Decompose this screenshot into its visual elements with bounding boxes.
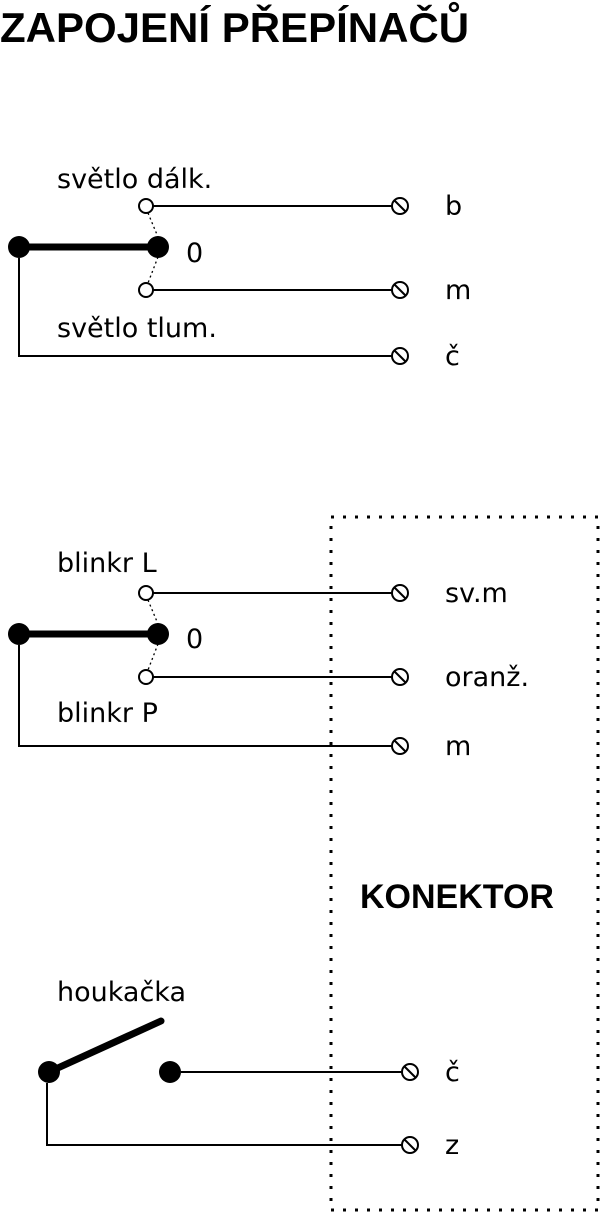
switch-blinkers-throw-down [147,643,159,671]
terminal-label-m: m [445,275,471,306]
wire-horn-z [46,1083,402,1146]
terminal-label-m2: m [445,731,471,762]
terminal-horn-z [401,1136,419,1154]
switch-horn-label: houkačka [57,977,186,1008]
terminal-oranz [391,668,409,686]
connector-label: KONEKTOR [360,878,554,916]
switch-lights-pivot [8,236,30,258]
switch-horn: houkačka č z [38,977,460,1161]
switch-lights-top-contact [138,198,154,214]
terminal-m2 [391,737,409,755]
terminal-b [391,197,409,215]
switch-lights-bottom-contact [138,282,154,298]
switch-blinkers: blinkr L blinkr P 0 sv.m oranž. m [8,548,529,762]
switch-blinkers-bottom-label: blinkr P [57,698,158,729]
switch-lights: světlo dálk. světlo tlum. 0 b m č [8,164,471,372]
switch-lights-top-label: světlo dálk. [57,164,212,195]
terminal-label-horn-c: č [445,1057,460,1088]
switch-horn-lever [45,1017,165,1076]
switch-lights-bottom-label: světlo tlum. [57,313,217,344]
terminal-label-sv-m: sv.m [445,578,508,609]
terminal-label-oranz: oranž. [445,662,529,693]
switch-blinkers-center-contact [147,623,169,645]
wire-c [18,258,392,357]
terminal-horn-c [401,1063,419,1081]
switch-blinkers-throw-up [147,599,159,625]
switch-blinkers-pivot [8,623,30,645]
switch-blinkers-center-label: 0 [186,624,203,655]
terminal-label-c: č [445,341,460,372]
switch-lights-throw-down [147,256,159,284]
terminal-c [391,347,409,365]
terminal-label-horn-z: z [445,1130,459,1161]
terminal-sv-m [391,584,409,602]
switch-blinkers-top-label: blinkr L [57,548,157,579]
switch-horn-pivot [38,1061,60,1083]
terminal-label-b: b [445,191,462,222]
wire-m2 [18,645,392,747]
switch-lights-center-label: 0 [186,238,203,269]
terminal-m [391,281,409,299]
switch-lights-throw-up [147,212,159,238]
page-title: ZAPOJENÍ PŘEPÍNAČŮ [0,0,469,51]
switch-horn-contact [159,1061,181,1083]
switch-blinkers-bottom-contact [138,669,154,685]
switch-lights-center-contact [147,236,169,258]
connector-box [329,515,600,1212]
switch-blinkers-top-contact [138,585,154,601]
